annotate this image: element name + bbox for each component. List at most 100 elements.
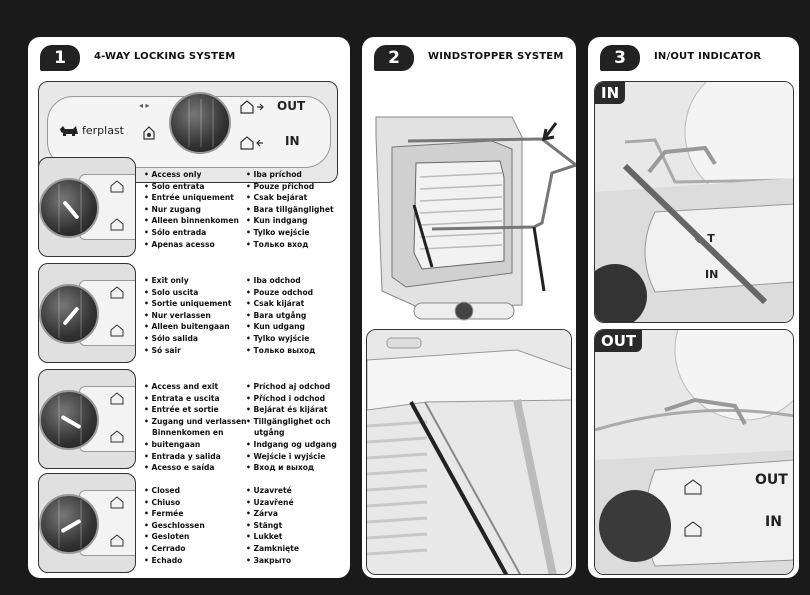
mode-text-item: Alleen binnenkomen (144, 215, 239, 227)
mode-text-item: Entrada y salida (144, 451, 247, 463)
indicator-out-label: OUT (755, 472, 788, 488)
mode-text-item: Zugang und verlassen (144, 416, 247, 428)
step-number-2: 2 (374, 45, 414, 71)
mode-text-item: Nur verlassen (144, 310, 231, 322)
ferplast-logo: ferplast (59, 124, 124, 137)
mode-text-item: Alleen buitengaan (144, 321, 231, 333)
indicator-in-label: IN (765, 514, 782, 530)
mode-text-item: Stängt (246, 520, 299, 532)
mode-text-item: Tylko wejście (246, 227, 334, 239)
indicator-out-drawing (595, 330, 793, 574)
rotate-arrows-icon: ◂ ▸ (139, 101, 150, 110)
mode-text-item: Sólo entrada (144, 227, 239, 239)
mode-text-item: Solo entrata (144, 181, 239, 193)
mode-text-item: Только выход (246, 345, 316, 357)
panel-title-indicator: IN/OUT INDICATOR (654, 51, 762, 62)
indicator-in-drawing: ◇ T IN (595, 82, 793, 322)
step-number-3: 3 (600, 45, 640, 71)
mode-text-item: Gesloten (144, 531, 205, 543)
mode-text-item: Tylko wyjście (246, 333, 315, 345)
panel-windstopper: 2 WINDSTOPPER SYSTEM (362, 37, 576, 578)
mode-text-list: UzavretéUzavřenéZárvaStängtLukketZamknię… (246, 485, 300, 567)
mode-text-item: Echado (144, 555, 205, 567)
mode-text-item: Закрыто (246, 555, 299, 567)
mode-text-item: Bejárat és kijárat (246, 404, 337, 416)
in-tab-label: IN (595, 82, 626, 104)
lock-symbol-icon (143, 126, 155, 140)
panel-title-locking: 4-WAY LOCKING SYSTEM (94, 51, 236, 62)
mode-text-list: Príchod aj odchodPříchod i odchodBejárat… (246, 381, 337, 474)
door-out-icon (240, 100, 264, 114)
mode-text-item: Csak bejárat (246, 192, 334, 204)
mode-text-item: Entrée uniquement (144, 192, 239, 204)
in-label: IN (285, 134, 300, 148)
mode-symbol-icon (110, 496, 124, 547)
mode-dial-closed (39, 494, 99, 554)
panel-locking-system: 1 4-WAY LOCKING SYSTEM ferplast ◂ ▸ OUT … (28, 37, 350, 578)
mode-dial-exit-only (39, 284, 99, 344)
mode-symbol-icon (110, 180, 124, 231)
mode-text-item: Вход и выход (246, 462, 337, 474)
mode-dial-access-only (39, 178, 99, 238)
mode-text-item: Příchod i odchod (246, 393, 337, 405)
panel-title-windstopper: WINDSTOPPER SYSTEM (428, 51, 564, 62)
mode-text-item: Только вход (246, 239, 334, 251)
mode-symbol-icon (110, 286, 124, 337)
lock-overview-illustration: ferplast ◂ ▸ OUT IN (38, 81, 338, 183)
mode-text-item: Indgang og udgang (246, 439, 337, 451)
lock-dial[interactable] (169, 92, 231, 154)
mode-text-item: Pouze příchod (246, 181, 334, 193)
mode-text-item: Lukket (246, 531, 299, 543)
cat-logo-icon (60, 125, 78, 136)
mode-text-item: Cerrado (144, 543, 205, 555)
mode-text-item: Bara tillgänglighet (246, 204, 334, 216)
out-tab-label: OUT (595, 330, 643, 352)
svg-text:IN: IN (705, 268, 718, 281)
mode-text-item: Só sair (144, 345, 231, 357)
indicator-out-illustration: OUT OUT IN (594, 329, 794, 575)
lock-mode-illustration-exit-only (38, 263, 136, 363)
indicator-in-illustration: ◇ T IN IN (594, 81, 794, 323)
mode-dial-access-and-exit (39, 390, 99, 450)
mode-text-item: Bara utgång (246, 310, 315, 322)
mode-text-item: Tillgänglighet och (246, 416, 337, 428)
windstopper-detail-illustration (366, 329, 572, 575)
windstopper-closeup-drawing (367, 330, 571, 574)
mode-text-item: Exit only (144, 275, 231, 287)
lock-mode-illustration-closed (38, 473, 136, 573)
mode-text-item: Geschlossen (144, 520, 205, 532)
mode-text-list: Access onlySolo entrataEntrée uniquement… (144, 169, 239, 250)
brand-name: ferplast (82, 124, 124, 137)
mode-text-item: Acesso e saída (144, 462, 247, 474)
mode-text-item: Sólo salida (144, 333, 231, 345)
mode-text-item: utgång (254, 428, 285, 438)
mode-text-item: Binnenkomen en (152, 428, 224, 438)
mode-symbol-icon (110, 392, 124, 443)
mode-text-item: Zamknięte (246, 543, 300, 555)
mode-text-item: Sortie uniquement (144, 298, 232, 310)
mode-text-item: Kun udgang (246, 321, 315, 333)
lock-mode-illustration-access-only (38, 157, 136, 257)
door-in-icon (240, 136, 263, 150)
mode-text-item: Uzavreté (246, 485, 299, 497)
mode-text-item: Chiuso (144, 497, 205, 509)
mode-text-item: Pouze odchod (246, 287, 315, 299)
out-label: OUT (277, 99, 306, 113)
mode-text-item: Apenas acesso (144, 239, 239, 251)
mode-text-item: Csak kijárat (246, 298, 315, 310)
lock-mode-illustration-access-and-exit (38, 369, 136, 469)
mode-text-item: Entrata e uscita (144, 393, 247, 405)
cat-door-illustration (362, 77, 576, 327)
mode-text-item: Entrée et sortie (144, 404, 247, 416)
mode-text-item: Zárva (246, 508, 299, 520)
mode-text-list: Access and exitEntrata e uscitaEntrée et… (144, 381, 247, 474)
mode-text-item: Access only (144, 169, 239, 181)
panel-in-out-indicator: 3 IN/OUT INDICATOR ◇ T IN IN (588, 37, 799, 578)
mode-text-item: buitengaan (144, 439, 247, 451)
mode-text-item: Fermée (144, 508, 205, 520)
mode-text-item: Kun indgang (246, 215, 334, 227)
mode-text-item: Closed (144, 485, 205, 497)
mode-text-item: Iba odchod (246, 275, 315, 287)
mode-text-list: Iba príchodPouze příchodCsak bejáratBara… (246, 169, 334, 250)
mode-text-item: Príchod aj odchod (246, 381, 337, 393)
